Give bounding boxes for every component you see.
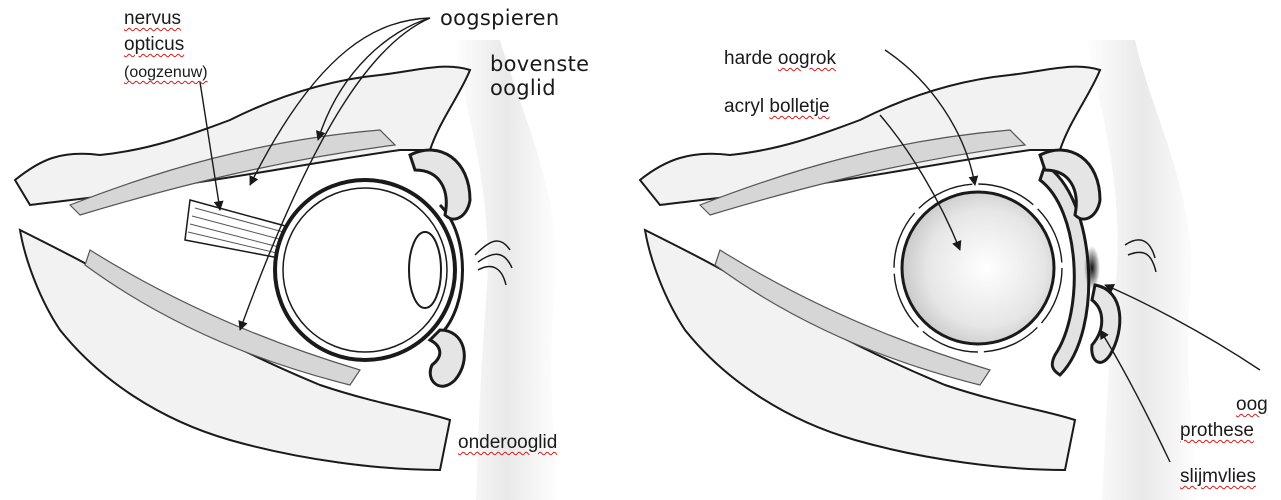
label-nervus: nervus [124,8,181,30]
acrylic-ball-implant [902,192,1054,344]
label-nervus-text: nervus [124,8,181,29]
label-oogspieren: oogspieren [440,6,559,30]
label-oogspieren-text: oogspieren [440,6,559,30]
label-acryl-bolletje: acryl bolletje [724,96,830,118]
label-oogrok-text: oogrok [778,48,836,69]
label-ooglid: ooglid [490,76,556,100]
label-oogzenuw-text: (oogzenuw) [124,64,208,81]
label-prothese-text: prothese [1180,420,1254,441]
label-bovenste-text: bovenste [490,52,589,76]
left-lens [409,232,441,308]
label-opticus: opticus [124,34,184,56]
label-prothese: prothese [1180,420,1254,442]
label-oogzenuw: (oogzenuw) [124,62,208,84]
label-bovenste: bovenste [490,52,589,76]
label-oog-text: oog [1236,394,1268,415]
label-onderooglid: onderooglid [458,432,557,454]
left-lower-eyelid [430,330,464,386]
label-acryl-text: acryl [724,96,764,117]
left-face-skin [452,40,560,500]
label-bolletje-text: bolletje [769,96,829,117]
label-harde-oogrok: harde oogrok [724,48,836,70]
left-eye-anatomy [15,18,560,500]
label-onderooglid-text: onderooglid [458,432,557,453]
label-opticus-text: opticus [124,34,184,55]
label-slijmvlies: slijmvlies [1180,466,1256,488]
label-ooglid-text: ooglid [490,76,556,100]
label-harde-text: harde [724,48,773,69]
label-oog: oog [1236,394,1268,416]
right-upper-orbit-bone [640,67,1100,205]
left-upper-orbit-bone [15,67,470,205]
label-slijmvlies-text: slijmvlies [1180,466,1256,487]
